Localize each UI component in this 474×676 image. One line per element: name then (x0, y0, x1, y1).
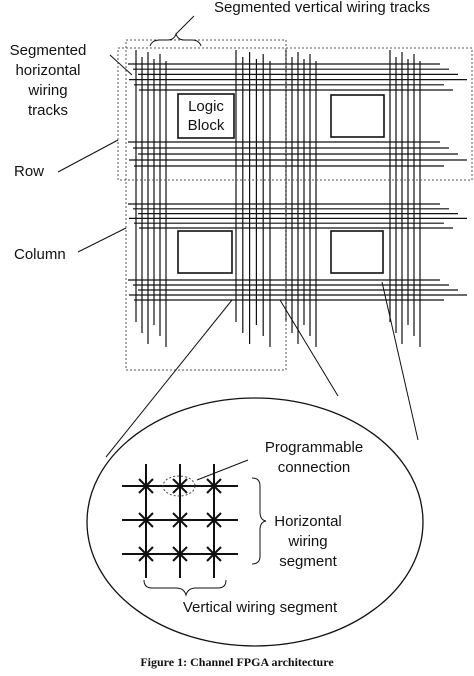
vertical-tracks-pointer (175, 15, 195, 35)
horizontal-tracks-pointer (109, 54, 133, 76)
logic-block-bottom-right (330, 230, 384, 274)
row-pointer (57, 139, 119, 173)
horizontal-tracks-label-line4: tracks (28, 102, 68, 119)
magnified-view (86, 397, 424, 647)
horizontal-segment-label-line2: wiring (287, 533, 327, 550)
programmable-connection-mark (138, 546, 154, 562)
column-label: Column (14, 246, 66, 263)
horizontal-segment-brace (251, 477, 267, 565)
programmable-connection-mark (206, 546, 222, 562)
horizontal-tracks-label-line3: wiring (27, 82, 67, 99)
logic-block-bottom-left (177, 230, 233, 274)
vertical-segment-brace (143, 579, 227, 597)
programmable-connection-label-line2: connection (278, 459, 351, 476)
zoom-line-right-2 (381, 281, 419, 441)
programmable-connection-highlight (162, 475, 196, 497)
row-label: Row (14, 163, 44, 180)
logic-block-label-line2: Block (188, 117, 225, 134)
horizontal-segment-label-line3: segment (279, 553, 337, 570)
logic-block-top-left (177, 93, 235, 139)
magnified-grid (122, 464, 238, 578)
vertical-segment-label: Vertical wiring segment (183, 599, 338, 616)
zoom-line-left (105, 299, 233, 458)
horizontal-tracks-label-line2: horizontal (15, 62, 80, 79)
programmable-connection-mark (172, 512, 188, 528)
logic-block-top-right (330, 94, 385, 138)
programmable-connection-mark (206, 478, 222, 494)
column-pointer (77, 227, 127, 253)
column-outline (125, 39, 287, 371)
horizontal-segment-label-line1: Horizontal (274, 513, 342, 530)
programmable-connection-mark (138, 512, 154, 528)
figure-caption: Figure 1: Channel FPGA architecture (140, 655, 334, 669)
programmable-connection-pointer (196, 459, 249, 481)
programmable-connection-mark (138, 478, 154, 494)
programmable-connection-mark (172, 478, 188, 494)
logic-block-label-line1: Logic (188, 98, 224, 115)
programmable-connection-label-line1: Programmable (265, 439, 363, 456)
programmable-connection-mark (172, 546, 188, 562)
programmable-connection-mark (206, 512, 222, 528)
zoom-line-right (279, 299, 339, 397)
vertical-tracks-label: Segmented vertical wiring tracks (214, 0, 430, 16)
horizontal-tracks-label-line1: Segmented (10, 42, 87, 59)
row-outline (117, 47, 473, 181)
